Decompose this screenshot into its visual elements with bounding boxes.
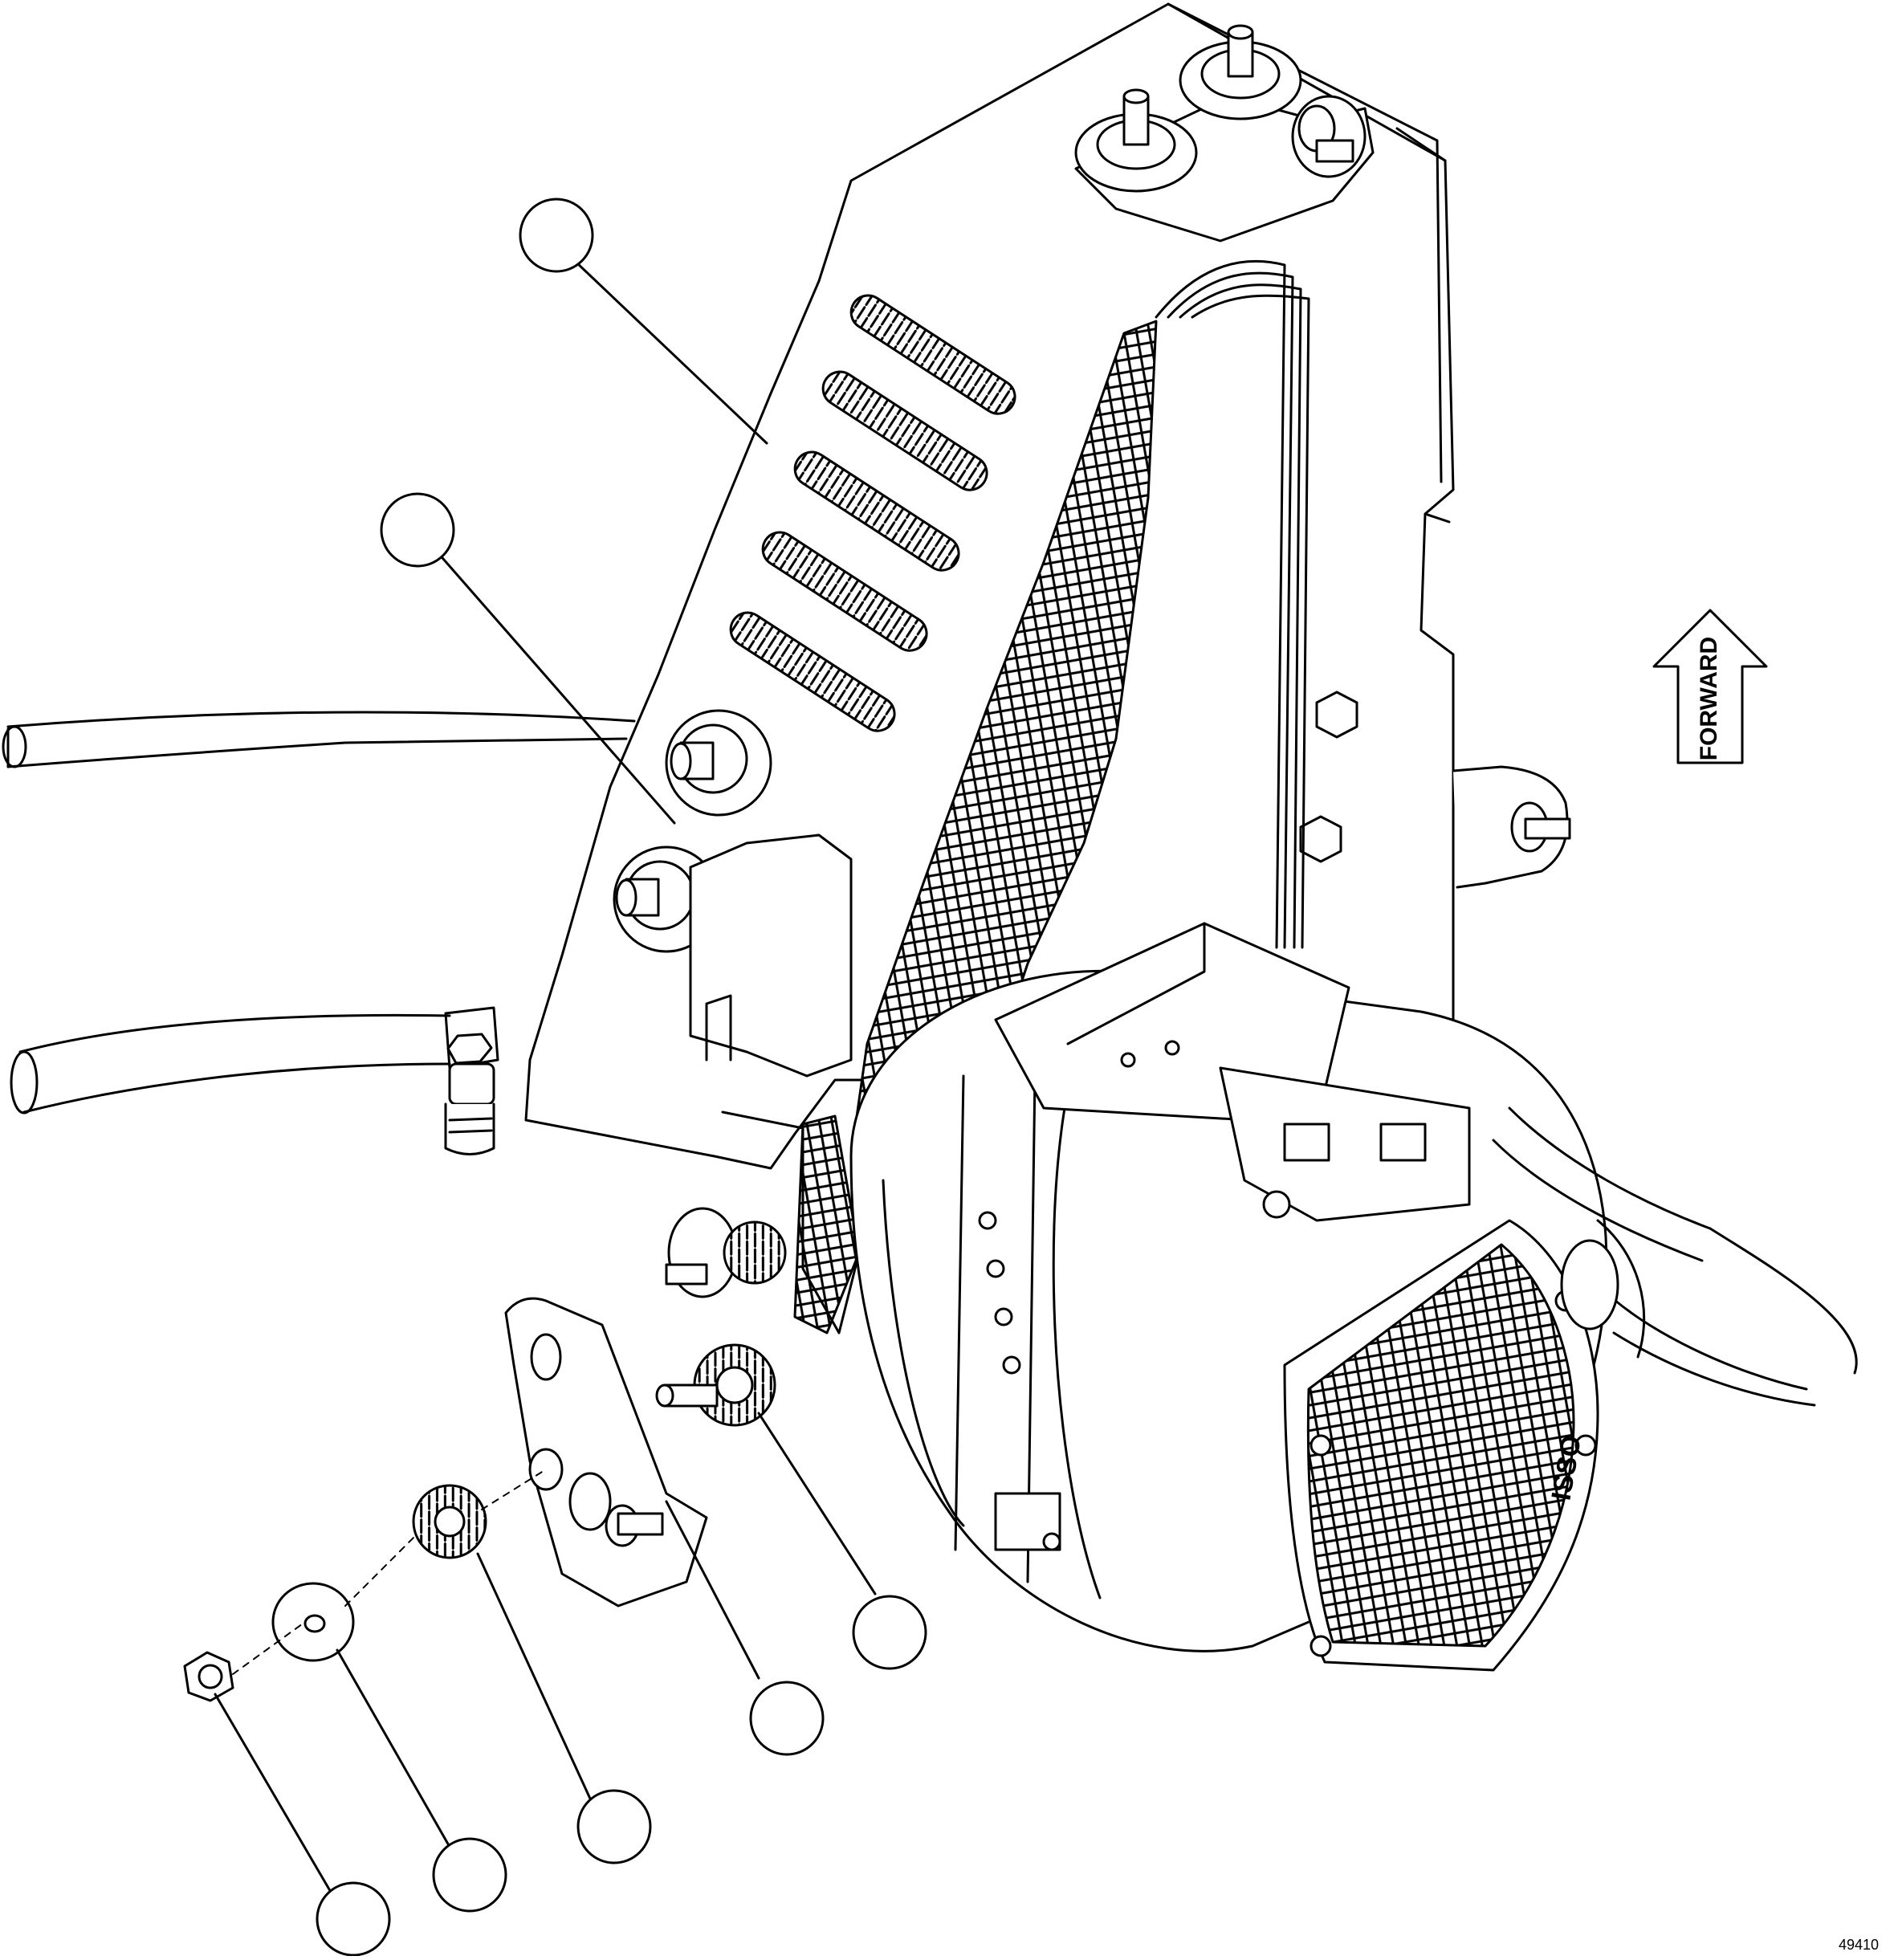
top-studs — [1074, 24, 1375, 242]
callout-1 — [519, 198, 594, 273]
hex-nut — [183, 1651, 234, 1702]
lower-bracket — [504, 1297, 708, 1608]
hose-clamp — [444, 1006, 499, 1155]
belts — [1155, 259, 1310, 949]
callout-circles — [316, 198, 927, 1957]
alternator-fan-grille — [1283, 1219, 1599, 1672]
outlet-pipe — [1492, 1106, 1858, 1407]
vent-slots — [729, 294, 1016, 732]
upper-hose — [2, 711, 636, 768]
figure-number: 49410 — [1839, 1937, 1879, 1953]
assembly-centerline — [232, 1469, 547, 1675]
callout-4 — [749, 1681, 825, 1756]
callout-3 — [852, 1595, 927, 1670]
callout-5 — [576, 1789, 652, 1864]
plate-studs — [613, 709, 853, 1078]
callout-6 — [432, 1837, 507, 1913]
callout-7 — [316, 1881, 391, 1957]
star-washer — [412, 1484, 487, 1559]
flat-washer — [271, 1582, 355, 1662]
bracket-arm — [1299, 691, 1571, 889]
forward-label: FORWARD — [1696, 637, 1722, 760]
stud-upper-right — [665, 1207, 787, 1298]
lower-hose — [10, 1013, 451, 1114]
star-washer-upper — [655, 1343, 776, 1427]
leader-lines — [214, 261, 877, 1905]
callout-2 — [380, 492, 455, 568]
forward-arrow-icon: FORWARD — [1652, 609, 1768, 764]
